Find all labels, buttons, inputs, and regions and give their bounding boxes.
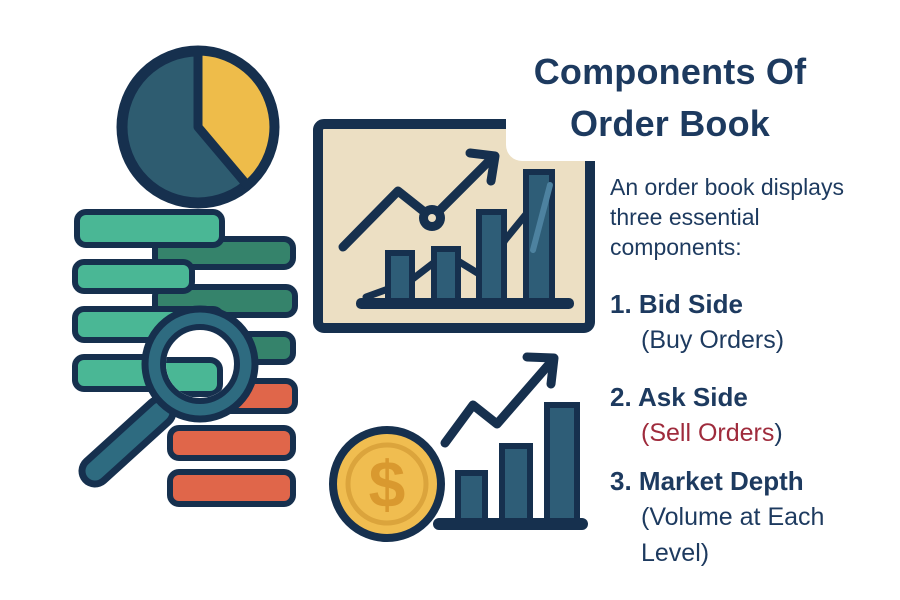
dollar-coin-icon: $ — [329, 426, 445, 542]
pie-chart-icon — [116, 45, 280, 209]
intro-line1: An order book displays — [610, 174, 844, 200]
list-item-subtext: (Volume at Each Level) — [641, 503, 825, 567]
dollar-symbol: $ — [369, 447, 406, 521]
list-heading-text: Market Depth — [638, 466, 804, 496]
sell-orders-highlight: (Sell Orders — [641, 419, 775, 447]
growth-chart-panel-icon — [313, 100, 612, 333]
list-item-ask-side: 2. Ask Side (Sell Orders) — [610, 379, 783, 451]
page-title-line1: Components Of — [533, 51, 807, 92]
list-number: 1. — [610, 289, 632, 319]
list-item-heading: 2. Ask Side — [610, 379, 783, 415]
list-number: 2. — [610, 382, 632, 412]
trend-arrowhead — [465, 148, 500, 186]
magnifying-glass-icon — [78, 305, 259, 488]
page-title: Components Of Order Book — [495, 46, 845, 150]
list-heading-text: Bid Side — [638, 289, 743, 319]
intro-line3: components: — [610, 234, 742, 260]
panel-corner-notch — [506, 100, 612, 161]
list-heading-text: Ask Side — [637, 382, 748, 412]
list-number: 3. — [610, 466, 632, 496]
intro-text: An order book displays three essential c… — [610, 172, 844, 262]
page-title-line2: Order Book — [569, 103, 771, 144]
list-item-subtext: (Buy Orders) — [641, 326, 785, 354]
list-item-subtext: (Sell Orders) — [641, 419, 783, 447]
list-item-heading: 3. Market Depth — [610, 463, 824, 499]
list-item-heading: 1. Bid Side — [610, 286, 784, 322]
mini-arrowhead — [522, 352, 559, 389]
list-item-market-depth: 3. Market Depth (Volume at Each Level) — [610, 463, 824, 571]
list-item-bid-side: 1. Bid Side (Buy Orders) — [610, 286, 784, 358]
rising-bars-arrow-icon — [433, 352, 588, 530]
intro-line2: three essential — [610, 204, 760, 230]
